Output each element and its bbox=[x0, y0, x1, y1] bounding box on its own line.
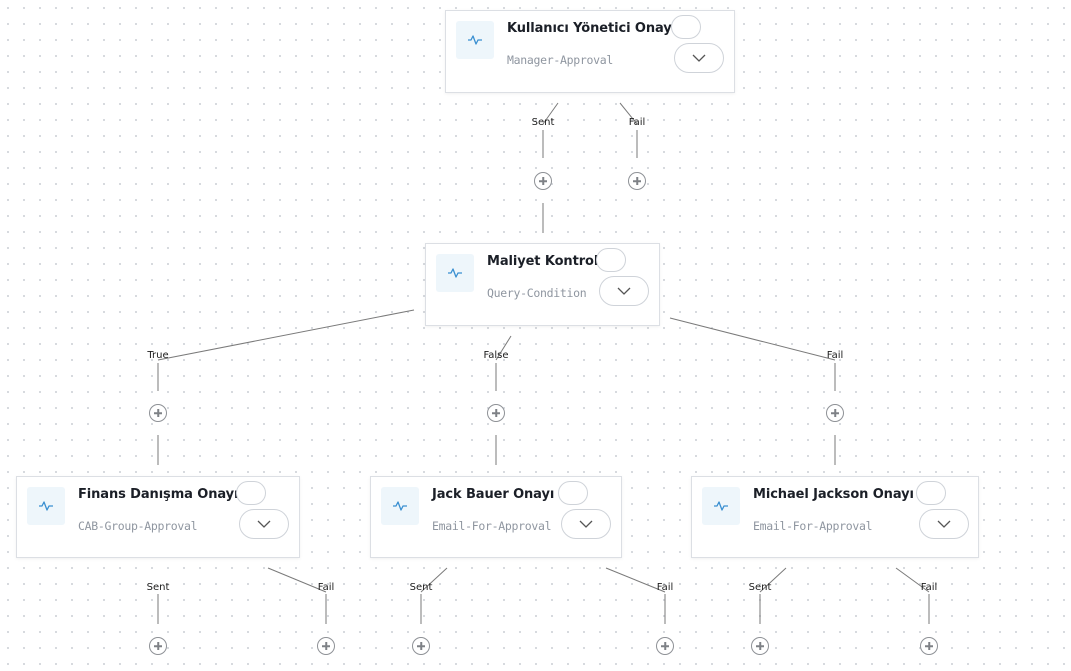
node-toggle[interactable] bbox=[916, 481, 946, 505]
node-subtitle: Query-Condition bbox=[487, 286, 587, 300]
edge-label-false: False bbox=[483, 350, 509, 361]
chevron-down-icon bbox=[937, 520, 951, 528]
activity-pulse-icon bbox=[27, 487, 65, 525]
activity-pulse-icon bbox=[456, 21, 494, 59]
workflow-node-finance-approval[interactable]: Finans Danışma Onayı CAB-Group-Approval bbox=[16, 476, 300, 558]
node-toggle[interactable] bbox=[596, 248, 626, 272]
node-subtitle: CAB-Group-Approval bbox=[78, 519, 198, 533]
edge-label-sent: Sent bbox=[409, 582, 433, 593]
activity-pulse-icon bbox=[381, 487, 419, 525]
node-expand-button[interactable] bbox=[239, 509, 289, 539]
activity-pulse-icon bbox=[702, 487, 740, 525]
workflow-node-michael-jackson-approval[interactable]: Michael Jackson Onayı Email-For-Approval bbox=[691, 476, 979, 558]
node-expand-button[interactable] bbox=[561, 509, 611, 539]
edge-label-fail: Fail bbox=[317, 582, 335, 593]
add-node-button[interactable] bbox=[487, 404, 505, 422]
node-expand-button[interactable] bbox=[674, 43, 724, 73]
workflow-node-manager-approval[interactable]: Kullanıcı Yönetici Onayı Manager-Approva… bbox=[445, 10, 735, 93]
node-expand-button[interactable] bbox=[919, 509, 969, 539]
node-title: Maliyet Kontrol bbox=[487, 254, 599, 269]
edge-label-fail: Fail bbox=[826, 350, 844, 361]
node-toggle[interactable] bbox=[236, 481, 266, 505]
add-node-button[interactable] bbox=[826, 404, 844, 422]
add-node-button[interactable] bbox=[149, 404, 167, 422]
edge-label-fail: Fail bbox=[628, 117, 646, 128]
edge-label-true: True bbox=[147, 350, 169, 361]
add-node-button[interactable] bbox=[412, 637, 430, 655]
workflow-node-jack-bauer-approval[interactable]: Jack Bauer Onayı Email-For-Approval bbox=[370, 476, 622, 558]
node-expand-button[interactable] bbox=[599, 276, 649, 306]
chevron-down-icon bbox=[579, 520, 593, 528]
node-toggle[interactable] bbox=[558, 481, 588, 505]
chevron-down-icon bbox=[257, 520, 271, 528]
add-node-button[interactable] bbox=[149, 637, 167, 655]
activity-pulse-icon bbox=[436, 254, 474, 292]
edge-label-sent: Sent bbox=[531, 117, 555, 128]
chevron-down-icon bbox=[617, 287, 631, 295]
node-toggle[interactable] bbox=[671, 15, 701, 39]
add-node-button[interactable] bbox=[920, 637, 938, 655]
node-title: Finans Danışma Onayı bbox=[78, 487, 239, 502]
add-node-button[interactable] bbox=[317, 637, 335, 655]
edge-label-fail: Fail bbox=[920, 582, 938, 593]
chevron-down-icon bbox=[692, 54, 706, 62]
node-subtitle: Manager-Approval bbox=[507, 53, 613, 67]
edge-label-sent: Sent bbox=[146, 582, 170, 593]
node-subtitle: Email-For-Approval bbox=[432, 519, 552, 533]
edge-label-sent: Sent bbox=[748, 582, 772, 593]
add-node-button[interactable] bbox=[628, 172, 646, 190]
add-node-button[interactable] bbox=[534, 172, 552, 190]
workflow-node-cost-control[interactable]: Maliyet Kontrol Query-Condition bbox=[425, 243, 660, 326]
node-title: Jack Bauer Onayı bbox=[432, 487, 555, 502]
add-node-button[interactable] bbox=[656, 637, 674, 655]
add-node-button[interactable] bbox=[751, 637, 769, 655]
node-title: Kullanıcı Yönetici Onayı bbox=[507, 21, 676, 36]
node-title: Michael Jackson Onayı bbox=[753, 487, 914, 502]
edge-label-fail: Fail bbox=[656, 582, 674, 593]
node-subtitle: Email-For-Approval bbox=[753, 519, 873, 533]
